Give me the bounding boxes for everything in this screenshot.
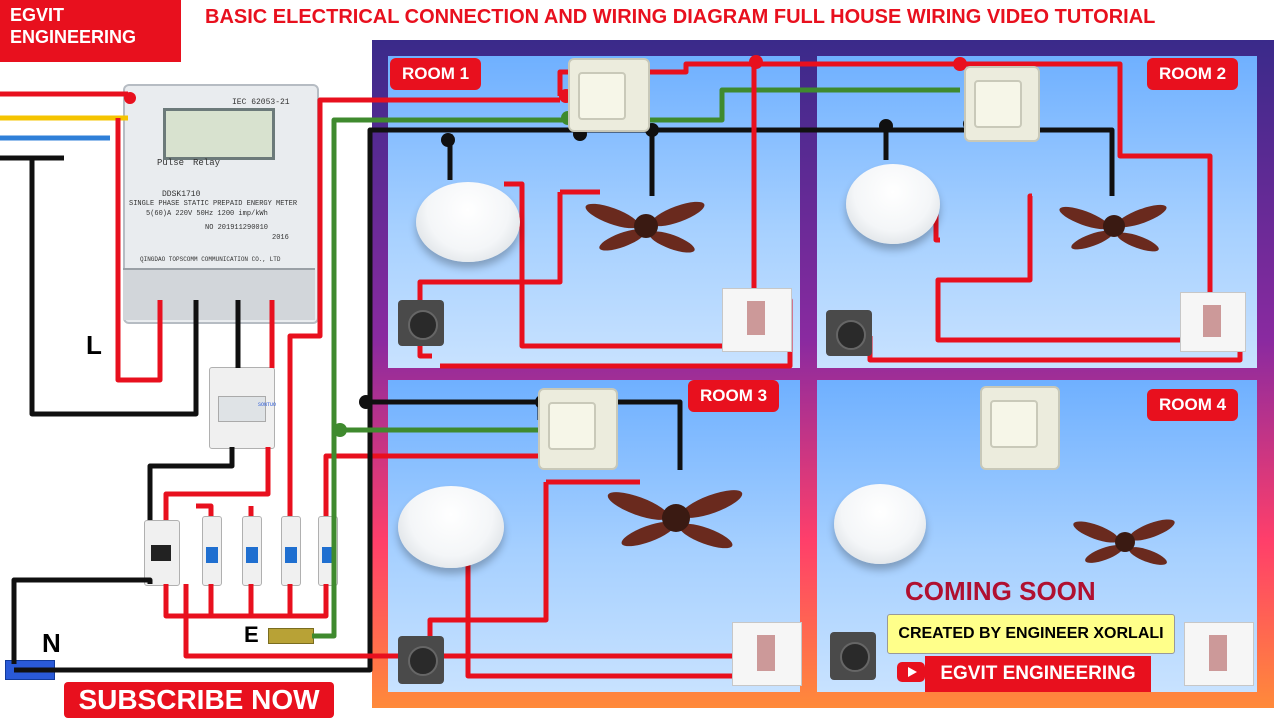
rccb-label: SONTUO xyxy=(258,402,277,408)
room-2-dimmer xyxy=(826,310,872,356)
room-3-dimmer xyxy=(398,636,444,684)
room-4-ceiling-fan xyxy=(1073,519,1175,565)
meter-model: DDSK1710 xyxy=(162,190,201,199)
meter-year: 2016 xyxy=(272,234,289,242)
youtube-icon xyxy=(897,662,925,682)
earth-terminal-label: E xyxy=(244,622,259,647)
room-3-ceiling-light xyxy=(398,486,504,568)
brand-line-1: EGVIT xyxy=(10,5,65,25)
busbar-live xyxy=(163,584,329,619)
room-3-socket xyxy=(538,388,618,470)
room-3-ceiling-fan xyxy=(607,490,743,549)
room-2-socket xyxy=(964,66,1040,142)
rccb-neutral xyxy=(147,447,235,520)
meter-terminal-block xyxy=(123,268,315,320)
circuit-3-live xyxy=(323,453,540,516)
room-1-switch xyxy=(722,288,792,352)
coming-soon-text: COMING SOON xyxy=(905,576,1096,606)
room-3-switch xyxy=(732,622,802,686)
neutral-return xyxy=(11,577,153,664)
room-2-switch xyxy=(1180,292,1246,352)
room-4-ceiling-light xyxy=(834,484,926,564)
room-1-dimmer xyxy=(398,300,444,346)
house-neutral xyxy=(14,127,1115,673)
junction-dots xyxy=(124,55,977,437)
subscribe-button[interactable]: SUBSCRIBE NOW xyxy=(64,682,334,718)
room-1-ceiling-fan xyxy=(585,201,705,253)
brand-logo: EGVIT ENGINEERING xyxy=(0,0,181,62)
page-title: BASIC ELECTRICAL CONNECTION AND WIRING D… xyxy=(205,6,1156,28)
neutral-terminal-label: N xyxy=(42,628,61,658)
channel-label[interactable]: EGVIT ENGINEERING xyxy=(925,656,1151,692)
main-breaker xyxy=(144,520,180,586)
room-3-label: ROOM 3 xyxy=(688,380,780,412)
room-4-switch xyxy=(1184,622,1254,686)
meter-relay-label: Relay xyxy=(193,158,221,168)
meter-maker: QINGDAO TOPSCOMM COMMUNICATION CO., LTD xyxy=(140,256,281,263)
room-1-ceiling-light xyxy=(416,182,520,262)
live-terminal-label: L xyxy=(86,330,102,360)
room-1-socket xyxy=(568,58,650,132)
room-2-ceiling-fan xyxy=(1059,204,1167,252)
meter-rating: 5(60)A 220V 50Hz 1200 imp/kWh xyxy=(146,210,268,218)
room-3-neutral xyxy=(368,399,683,470)
room-2-label: ROOM 2 xyxy=(1147,58,1239,90)
circuit-1-live xyxy=(196,97,560,516)
house-earth xyxy=(312,87,960,639)
meter-live-in xyxy=(115,118,163,383)
room-4-label: ROOM 4 xyxy=(1147,389,1239,421)
rccb: SONTUO xyxy=(209,367,277,449)
meter-description: SINGLE PHASE STATIC PREPAID ENERGY METER xyxy=(129,200,298,208)
brand-line-2: ENGINEERING xyxy=(10,27,137,47)
room-4-dimmer xyxy=(830,632,876,680)
mcb-1 xyxy=(202,516,222,586)
meter-pulse-label: Pulse xyxy=(157,158,185,168)
credit-badge: CREATED BY ENGINEER XORLALI xyxy=(887,614,1175,654)
meter-standard: IEC 62053-21 xyxy=(232,98,290,107)
room-2-ceiling-light xyxy=(846,164,940,244)
meter-lcd xyxy=(163,108,275,160)
meter-serial: NO 201911290010 xyxy=(205,224,269,232)
room-1-label: ROOM 1 xyxy=(390,58,482,90)
meter-neutral-in xyxy=(29,160,199,417)
room-4-socket xyxy=(980,386,1060,470)
rccb-live xyxy=(163,447,271,520)
